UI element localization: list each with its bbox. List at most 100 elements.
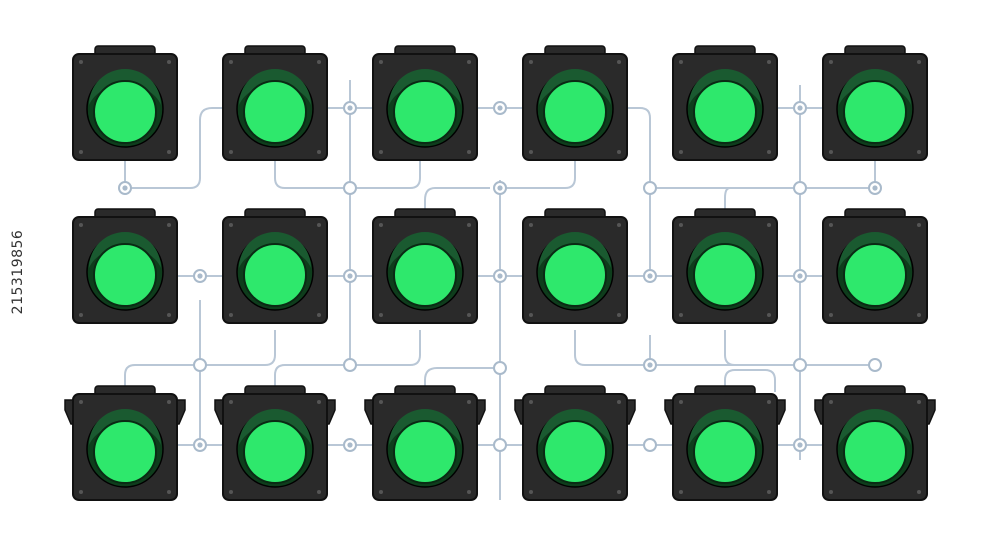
lamp-visor	[539, 232, 611, 268]
green-lamp	[843, 80, 907, 144]
screw	[767, 60, 771, 64]
circuit-node	[793, 269, 807, 283]
screw	[167, 223, 171, 227]
circuit-node	[193, 269, 207, 283]
lamp-visor	[239, 69, 311, 105]
screw	[617, 223, 621, 227]
screw	[917, 400, 921, 404]
screw	[167, 313, 171, 317]
screw	[829, 313, 833, 317]
traffic-light-icon	[364, 385, 486, 501]
screw	[79, 60, 83, 64]
screw	[379, 313, 383, 317]
circuit-node	[493, 438, 507, 452]
circuit-node	[643, 269, 657, 283]
traffic-light-icon	[72, 208, 178, 324]
screw	[917, 60, 921, 64]
circuit-node	[793, 358, 807, 372]
green-lamp	[243, 420, 307, 484]
screw	[529, 313, 533, 317]
traffic-light-icon	[222, 45, 328, 161]
lamp-visor	[689, 232, 761, 268]
traffic-light-icon	[214, 385, 336, 501]
screw	[167, 60, 171, 64]
circuit-node	[868, 181, 882, 195]
screw	[617, 60, 621, 64]
screw	[229, 313, 233, 317]
screw	[467, 400, 471, 404]
traffic-light-icon	[372, 208, 478, 324]
circuit-node	[343, 269, 357, 283]
screw	[229, 60, 233, 64]
screw	[167, 150, 171, 154]
screw	[79, 223, 83, 227]
green-lamp	[843, 243, 907, 307]
circuit-node	[193, 438, 207, 452]
screw	[317, 400, 321, 404]
lamp-visor	[839, 232, 911, 268]
screw	[679, 490, 683, 494]
green-lamp	[243, 243, 307, 307]
screw	[167, 400, 171, 404]
screw	[767, 313, 771, 317]
lamp-visor	[689, 69, 761, 105]
traffic-light-icon	[222, 208, 328, 324]
screw	[229, 490, 233, 494]
stock-id-text: 215319856	[10, 229, 26, 315]
circuit-nodes	[118, 101, 882, 452]
traffic-light-icon	[672, 208, 778, 324]
green-lamp	[543, 420, 607, 484]
circuit-node	[793, 438, 807, 452]
green-lamp	[93, 243, 157, 307]
wire-segment	[724, 330, 870, 366]
lamp-visor	[89, 232, 161, 268]
lamp-visor	[539, 409, 611, 445]
green-lamp	[543, 243, 607, 307]
traffic-light-icon	[822, 208, 928, 324]
screw	[379, 60, 383, 64]
traffic-light-icon	[672, 45, 778, 161]
circuit-node	[493, 181, 507, 195]
green-lamp	[93, 80, 157, 144]
screw	[529, 150, 533, 154]
screw	[229, 223, 233, 227]
screw	[679, 313, 683, 317]
lamp-visor	[389, 232, 461, 268]
screw	[679, 60, 683, 64]
traffic-light-icon	[372, 45, 478, 161]
wire-segment	[724, 369, 776, 392]
lamp-visor	[239, 409, 311, 445]
wire-segment	[628, 107, 651, 280]
lamp-visor	[89, 69, 161, 105]
circuit-node	[493, 101, 507, 115]
screw	[467, 60, 471, 64]
green-lamp	[93, 420, 157, 484]
screw	[767, 400, 771, 404]
screw	[379, 400, 383, 404]
screw	[317, 490, 321, 494]
screw	[767, 223, 771, 227]
screw	[829, 223, 833, 227]
screw	[379, 490, 383, 494]
lamp-visor	[389, 409, 461, 445]
wire-segment	[124, 107, 222, 189]
screw	[529, 223, 533, 227]
circuit-node	[193, 358, 207, 372]
green-lamp	[393, 243, 457, 307]
screw	[829, 400, 833, 404]
screw	[317, 150, 321, 154]
green-lamp	[393, 420, 457, 484]
green-lamp	[693, 420, 757, 484]
circuit-node	[868, 358, 882, 372]
screw	[379, 223, 383, 227]
screw	[79, 313, 83, 317]
screw	[79, 490, 83, 494]
green-lamp	[693, 80, 757, 144]
screw	[917, 490, 921, 494]
traffic-light-icon	[64, 385, 186, 501]
circuit-node	[643, 438, 657, 452]
circuit-node	[343, 101, 357, 115]
lamp-visor	[689, 409, 761, 445]
screw	[317, 60, 321, 64]
